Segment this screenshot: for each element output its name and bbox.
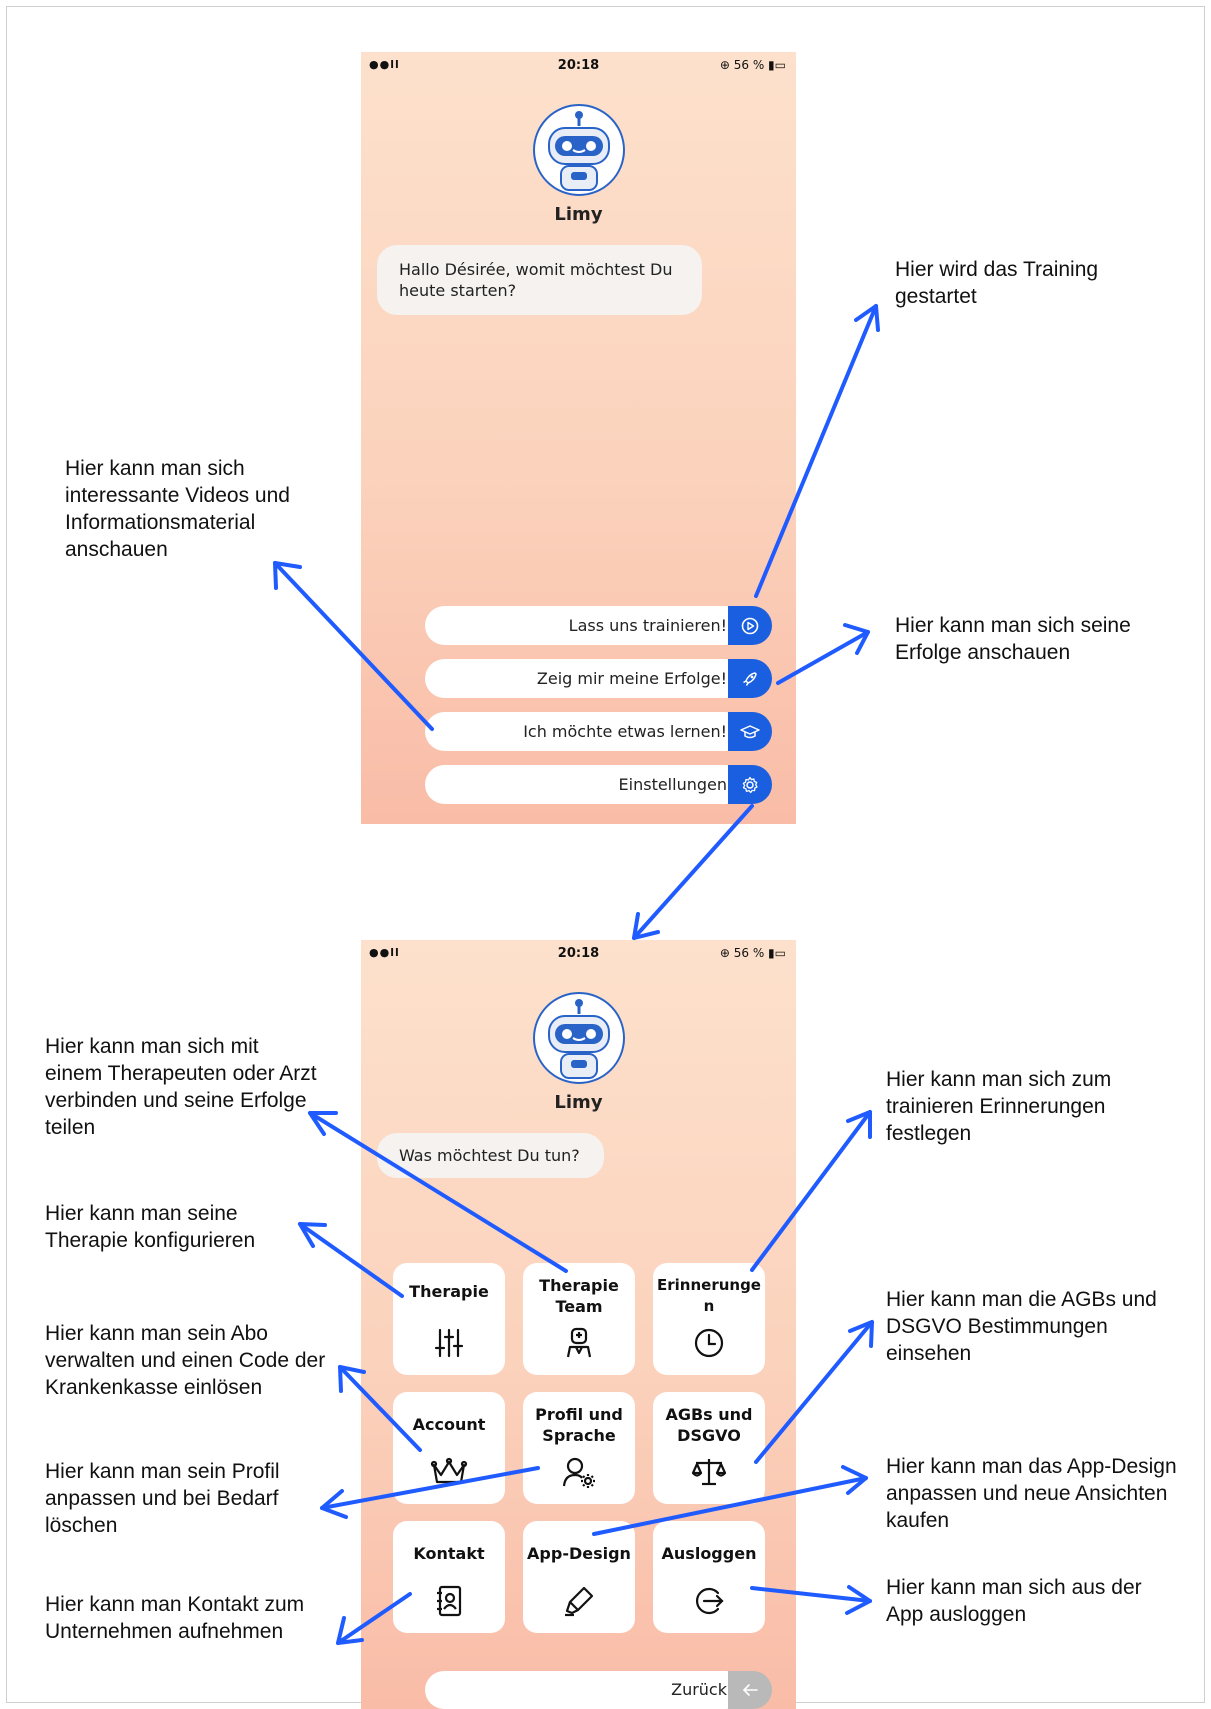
logout-icon [689, 1581, 729, 1621]
annotation-profil: Hier kann man sein Profil anpassen und b… [45, 1460, 280, 1537]
prompt-bubble: Was möchtest Du tun? [377, 1133, 604, 1178]
status-time: 20:18 [557, 58, 600, 73]
arrow-kontakt [336, 1592, 412, 1645]
status-time: 20:18 [557, 946, 600, 961]
rocket-icon [728, 659, 772, 698]
achievements-button[interactable]: Zeig mir meine Erfolge! [425, 659, 785, 698]
arrow-settings-to-screen2 [632, 804, 754, 940]
signal-wifi-indicator: ●●ll [369, 58, 400, 71]
doctor-icon [559, 1323, 599, 1363]
arrow-abo [338, 1365, 422, 1452]
annotation-training: Hier wird das Training gestartet [895, 258, 1099, 308]
robot-avatar-icon [533, 104, 625, 196]
bot-name: Limy [554, 204, 603, 225]
tile-account[interactable]: Account [393, 1392, 505, 1504]
back-button[interactable]: Zurück [425, 1671, 785, 1709]
status-bar: ●●ll 20:18 ⊕ 56 % ▮▭ [361, 940, 796, 966]
play-circle-icon [728, 606, 772, 645]
arrow-logout [750, 1585, 872, 1615]
battery-indicator: ⊕ 56 % ▮▭ [719, 946, 786, 960]
tile-agb-dsgvo[interactable]: AGBs und DSGVO [653, 1392, 765, 1504]
annotation-agb: Hier kann man die AGBs und DSGVO Bestimm… [886, 1288, 1157, 1365]
learn-button[interactable]: Ich möchte etwas lernen! [425, 712, 785, 751]
annotation-erfolge: Hier kann man sich seine Erfolge anschau… [895, 614, 1131, 664]
arrow-team [308, 1111, 568, 1273]
arrow-erfolge [776, 623, 870, 685]
settings-button[interactable]: Einstellungen [425, 765, 785, 804]
tile-label: Ausloggen [661, 1544, 757, 1563]
scales-icon [689, 1452, 729, 1492]
greeting-bubble: Hallo Désirée, womit möchtest Du heute s… [377, 245, 702, 315]
annotation-erinnerungen: Hier kann man sich zum trainieren Erinne… [886, 1068, 1112, 1145]
tile-profil-sprache[interactable]: Profil und Sprache [523, 1392, 635, 1504]
tile-kontakt[interactable]: Kontakt [393, 1521, 505, 1633]
arrow-design [592, 1465, 868, 1536]
annotation-videos: Hier kann man sich interessante Videos u… [65, 457, 290, 561]
annotation-abo: Hier kann man sein Abo verwalten und ein… [45, 1322, 326, 1399]
contact-book-icon [429, 1581, 469, 1621]
train-button-label: Lass uns trainieren! [425, 606, 745, 645]
arrow-left-icon [728, 1671, 772, 1709]
graduation-cap-icon [728, 712, 772, 751]
arrow-videos [273, 561, 434, 731]
robot-avatar-icon [533, 992, 625, 1084]
gear-icon [728, 765, 772, 804]
annotation-logout: Hier kann man sich aus der App ausloggen [886, 1576, 1142, 1626]
annotation-team: Hier kann man sich mit einem Therapeuten… [45, 1035, 317, 1139]
back-button-label: Zurück [425, 1671, 745, 1709]
settings-screen: ●●ll 20:18 ⊕ 56 % ▮▭ Limy Was möchtest D… [361, 940, 796, 1709]
arrow-agb [754, 1320, 874, 1464]
home-screen: ●●ll 20:18 ⊕ 56 % ▮▭ Limy Hallo Désirée,… [361, 52, 796, 824]
achievements-button-label: Zeig mir meine Erfolge! [425, 659, 745, 698]
signal-wifi-indicator: ●●ll [369, 946, 400, 959]
tile-label: Kontakt [413, 1544, 485, 1563]
tile-label: Erinnerunge n [657, 1276, 761, 1315]
settings-button-label: Einstellungen [425, 765, 745, 804]
status-bar: ●●ll 20:18 ⊕ 56 % ▮▭ [361, 52, 796, 78]
tile-app-design[interactable]: App-Design [523, 1521, 635, 1633]
sliders-icon [429, 1323, 469, 1363]
tile-ausloggen[interactable]: Ausloggen [653, 1521, 765, 1633]
arrow-training [754, 304, 880, 598]
annotation-design: Hier kann man das App-Design anpassen un… [886, 1455, 1177, 1532]
arrow-profil [320, 1466, 540, 1519]
learn-button-label: Ich möchte etwas lernen! [425, 712, 745, 751]
train-button[interactable]: Lass uns trainieren! [425, 606, 785, 645]
tile-erinnerungen[interactable]: Erinnerunge n [653, 1263, 765, 1375]
tile-label: App-Design [527, 1544, 631, 1563]
annotation-kontakt: Hier kann man Kontakt zum Unternehmen au… [45, 1593, 305, 1643]
tile-therapie[interactable]: Therapie [393, 1263, 505, 1375]
tile-label: Therapie Team [539, 1276, 619, 1316]
bot-name: Limy [554, 1092, 603, 1113]
arrow-therapie [298, 1222, 404, 1298]
tile-label: AGBs und DSGVO [665, 1405, 753, 1445]
clock-icon [689, 1323, 729, 1363]
annotation-therapie: Hier kann man seine Therapie konfigurier… [45, 1202, 256, 1252]
tile-label: Profil und Sprache [535, 1405, 623, 1445]
user-settings-icon [559, 1452, 599, 1492]
tile-label: Therapie [409, 1282, 489, 1301]
tile-label: Account [412, 1415, 486, 1434]
arrow-erinnerungen [750, 1110, 872, 1272]
tile-therapie-team[interactable]: Therapie Team [523, 1263, 635, 1375]
highlighter-icon [559, 1581, 599, 1621]
crown-icon [429, 1452, 469, 1492]
battery-indicator: ⊕ 56 % ▮▭ [719, 58, 786, 72]
